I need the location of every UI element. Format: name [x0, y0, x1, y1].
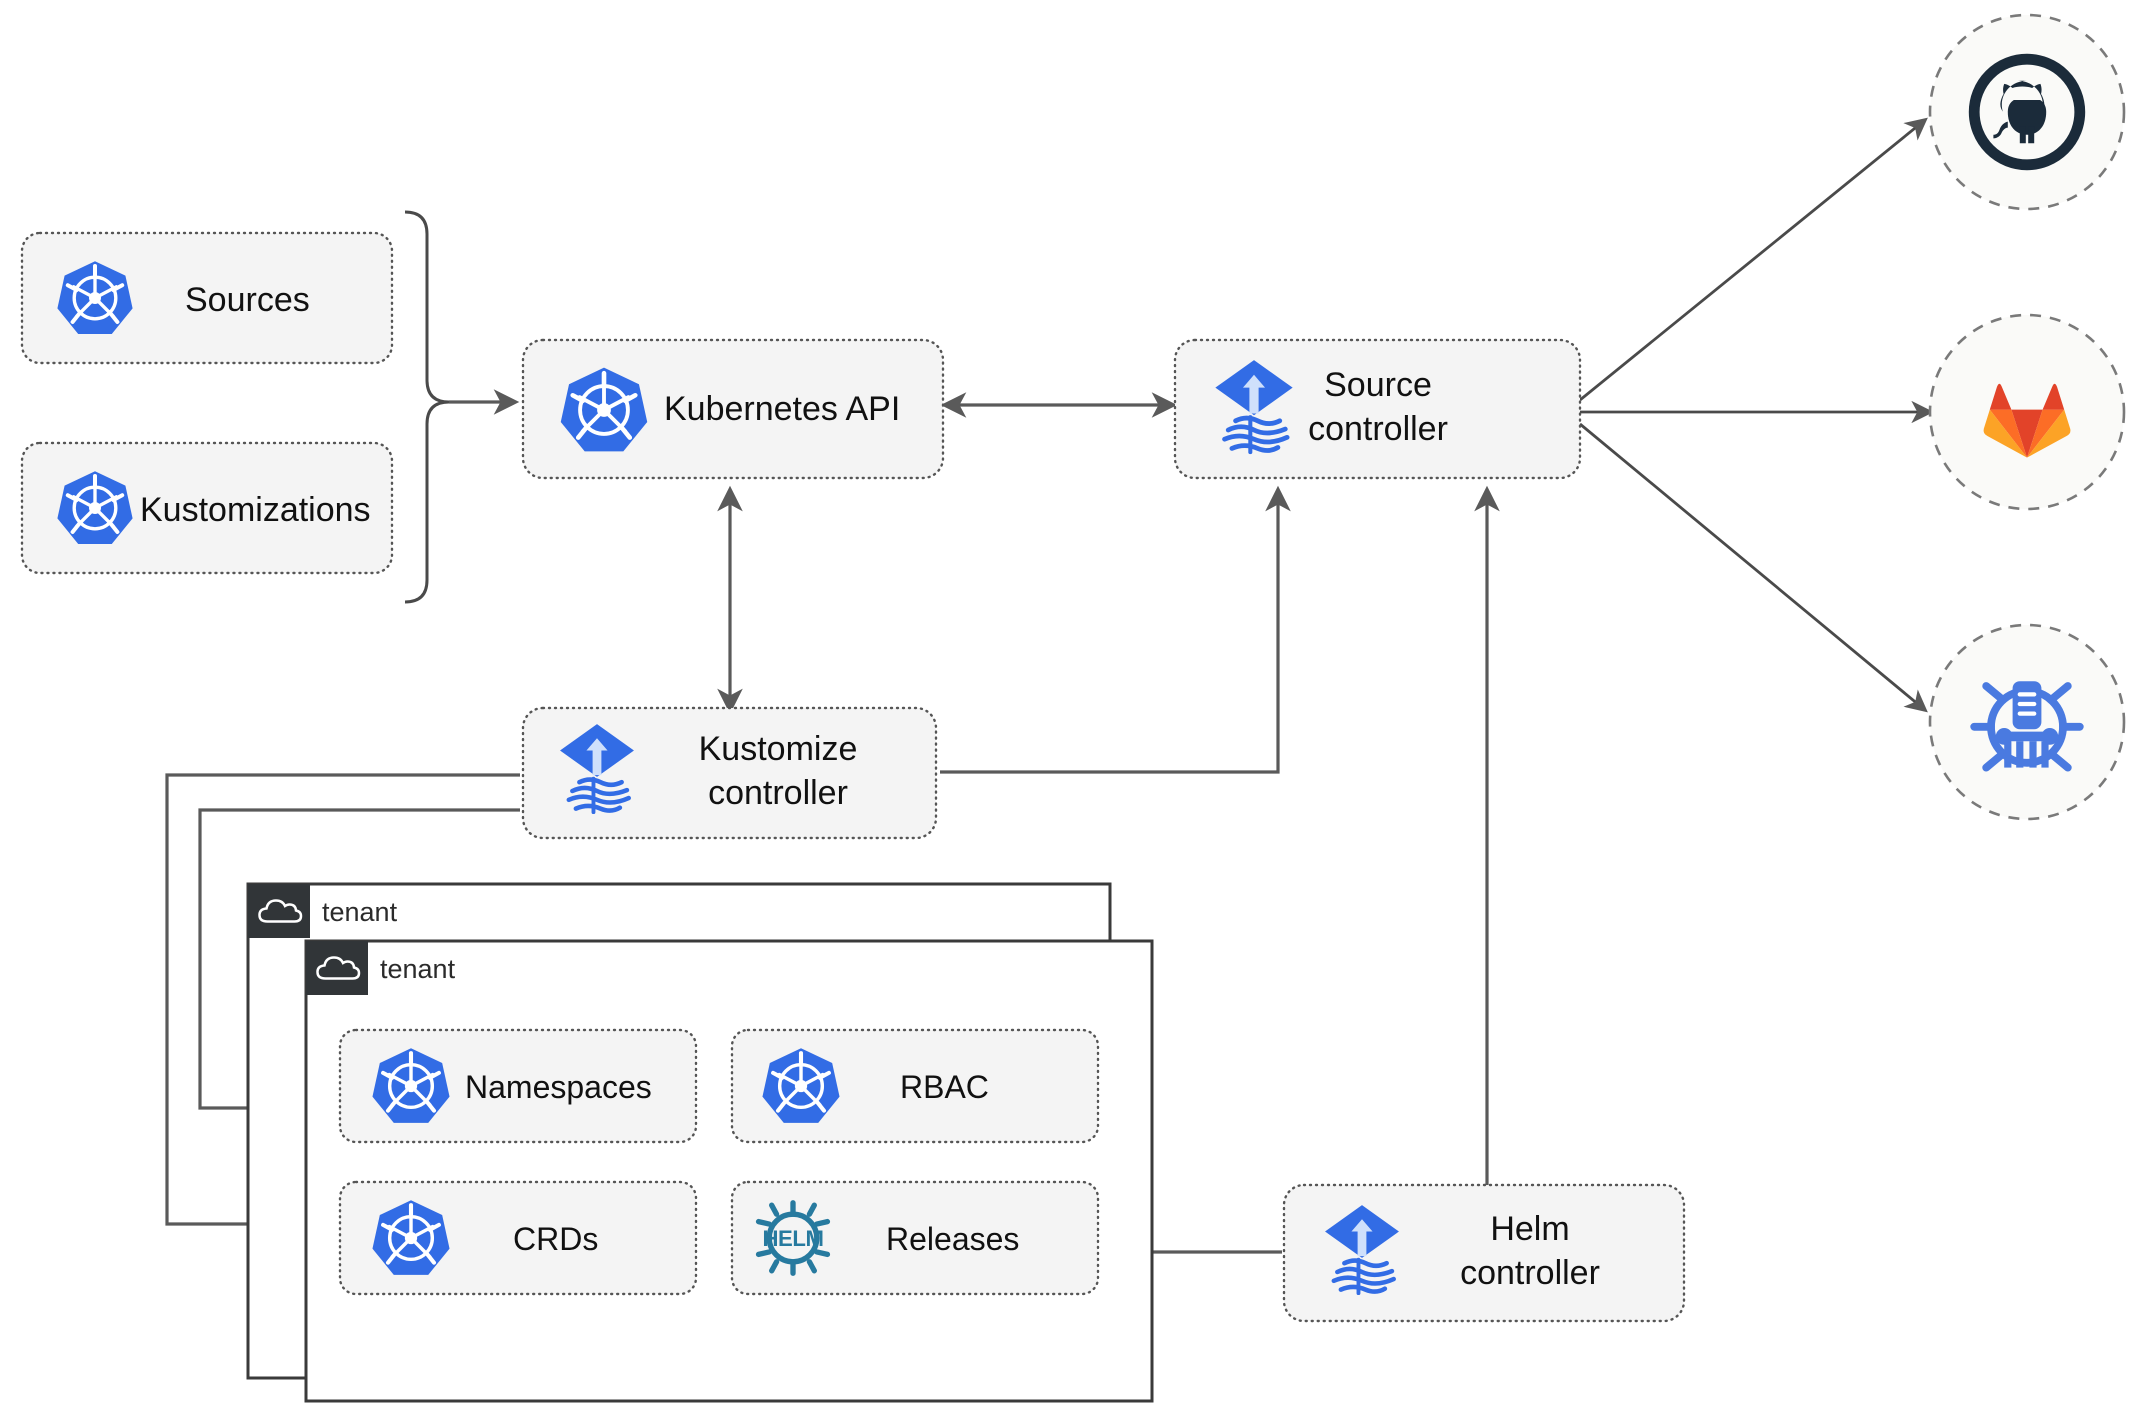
- tenant-back-tab: [248, 884, 310, 938]
- tenant-resource-crds[interactable]: CRDs: [338, 1180, 698, 1296]
- node-label-line2: controller: [1308, 410, 1448, 448]
- tenant-resource-rbac[interactable]: RBAC: [730, 1028, 1100, 1144]
- tenant-front[interactable]: tenant: [304, 939, 1154, 1403]
- brace-sources-group: [404, 210, 450, 604]
- node-label-line1: Helm: [1490, 1210, 1569, 1248]
- resource-label: RBAC: [900, 1069, 989, 1105]
- tenant-resource-namespaces[interactable]: Namespaces: [338, 1028, 698, 1144]
- node-label-line2: controller: [708, 774, 848, 812]
- edge-source-controller-to-harbor: [1579, 422, 1928, 713]
- provider-harbor[interactable]: [1928, 623, 2126, 821]
- resource-label: Kustomizations: [140, 491, 371, 529]
- provider-github[interactable]: [1928, 13, 2126, 211]
- tenant-back-label: tenant: [322, 897, 398, 927]
- node-label-line1: Source: [1324, 366, 1432, 404]
- node-label-line2: controller: [1460, 1254, 1600, 1292]
- node-source-controller[interactable]: Source controller: [1173, 338, 1582, 480]
- resource-label: Namespaces: [465, 1069, 652, 1105]
- node-label-line1: Kustomize: [699, 730, 858, 768]
- node-helm-controller[interactable]: Helm controller: [1282, 1183, 1686, 1323]
- provider-gitlab[interactable]: [1928, 313, 2126, 511]
- node-kustomize-controller[interactable]: Kustomize controller: [521, 706, 938, 840]
- edge-source-controller-to-github: [1579, 117, 1928, 402]
- edge-kustomize-to-tenant-back: [165, 773, 520, 1237]
- resource-sources[interactable]: Sources: [20, 231, 394, 365]
- resource-kustomizations[interactable]: Kustomizations: [20, 441, 394, 575]
- node-kubernetes-api[interactable]: Kubernetes API: [521, 338, 945, 480]
- tenant-front-label: tenant: [380, 954, 456, 984]
- tenant-resource-releases[interactable]: Releases: [730, 1180, 1100, 1296]
- edge-kustomize-to-source-controller: [940, 485, 1291, 774]
- resource-label: Sources: [185, 281, 310, 319]
- resource-label: Releases: [886, 1221, 1019, 1257]
- resource-label: CRDs: [513, 1221, 598, 1257]
- node-label: Kubernetes API: [664, 390, 900, 428]
- tenant-front-tab: [306, 941, 368, 995]
